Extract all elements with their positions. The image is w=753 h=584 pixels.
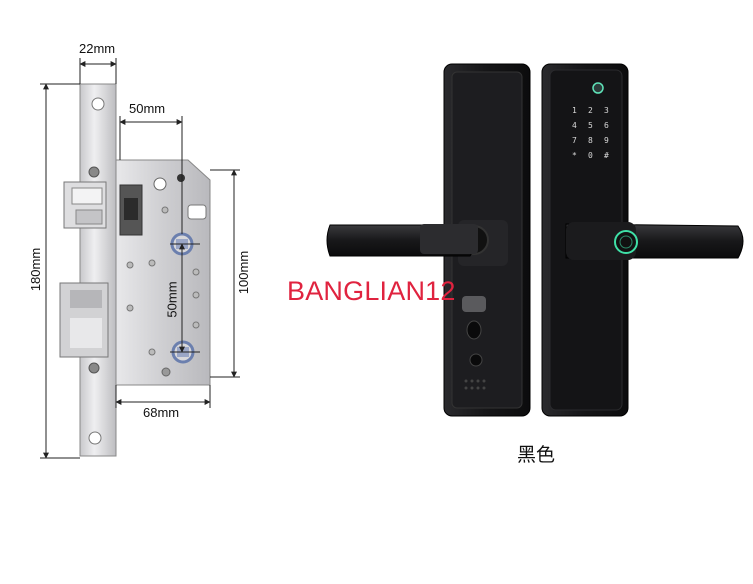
faceplate [79,83,117,457]
faceplate-width-label: 22mm [79,41,116,56]
keypad-key[interactable]: 6 [604,121,609,130]
keypad-key[interactable]: 3 [604,106,609,115]
keypad-key[interactable]: 0 [588,151,593,160]
hole-spacing-label: 50mm [164,281,180,318]
keypad: 1 2 3 4 5 6 7 8 9 * 0 # [572,106,616,160]
fingerprint-sensor-icon [614,230,638,254]
keypad-key[interactable]: 4 [572,121,577,130]
backset-label: 50mm [129,101,166,116]
camera-icon [592,82,604,94]
keypad-key[interactable]: # [604,151,609,160]
keypad-key[interactable]: 5 [588,121,593,130]
body-width-label: 68mm [143,405,180,420]
knob [466,320,482,340]
keypad-key[interactable]: 1 [572,106,577,115]
keypad-key[interactable]: * [572,151,577,160]
keypad-key[interactable]: 9 [604,136,609,145]
watermark-text: BANGLIAN12 [287,276,456,306]
keypad-key[interactable]: 2 [588,106,593,115]
total-height-label: 180mm [28,247,44,292]
keypad-key[interactable]: 8 [588,136,593,145]
keypad-key[interactable]: 7 [572,136,577,145]
body-height-label: 100mm [236,250,252,295]
color-label: 黑色 [517,444,556,466]
